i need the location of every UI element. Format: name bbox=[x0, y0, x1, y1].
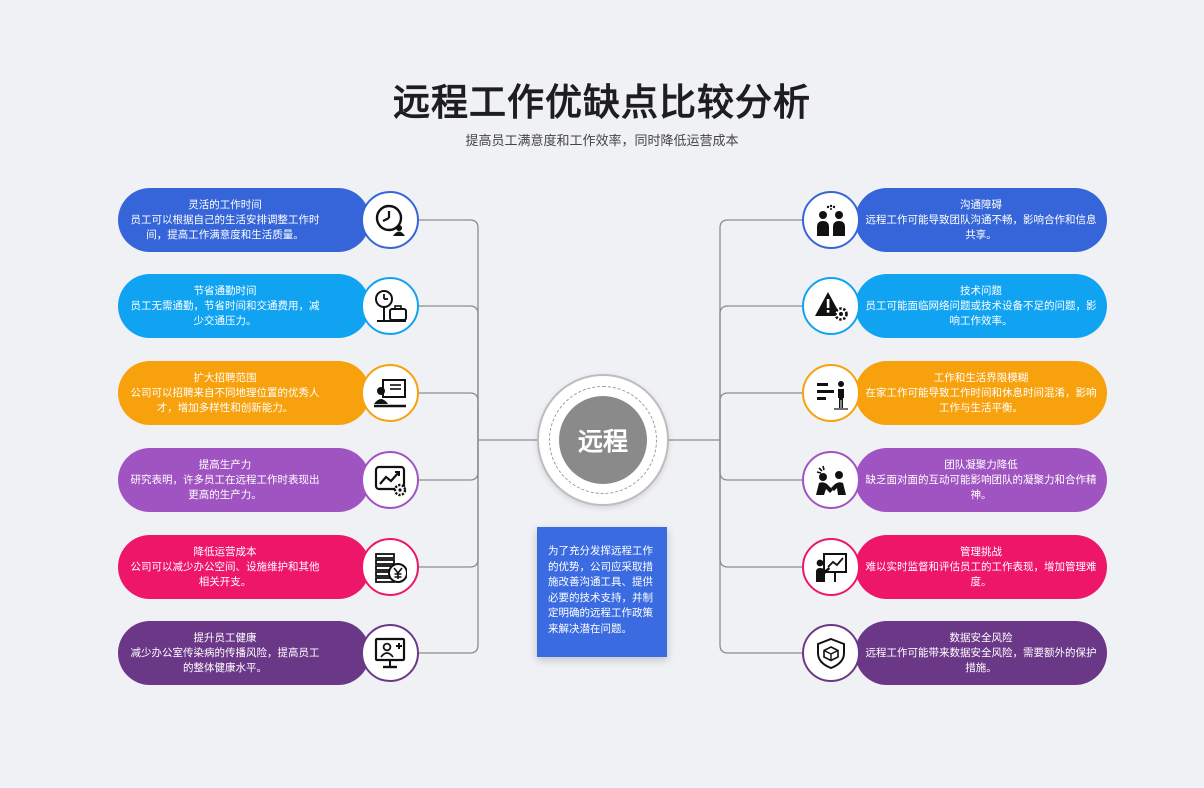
center-hub-ring bbox=[549, 386, 657, 494]
icon-badge bbox=[361, 624, 419, 682]
shield-box-icon bbox=[817, 637, 845, 670]
clock-person-icon bbox=[375, 204, 405, 236]
connector-line bbox=[419, 392, 479, 440]
recommendation-note: 为了充分发挥远程工作的优势，公司应采取措施改善沟通工具、提供必要的技术支持，并制… bbox=[537, 527, 667, 657]
card-title: 提升员工健康 bbox=[193, 631, 257, 644]
connector-line bbox=[719, 392, 802, 440]
card-description: 员工无需通勤，节省时间和交通费用，减少交通压力。 bbox=[130, 299, 320, 327]
card-title: 团队凝聚力降低 bbox=[944, 458, 1018, 471]
connector-line bbox=[419, 440, 479, 568]
icon-badge bbox=[361, 538, 419, 596]
advantage-card: 扩大招聘范围公司可以招聘来自不同地理位置的优秀人才，增加多样性和创新能力。 bbox=[118, 361, 370, 425]
icon-badge bbox=[361, 364, 419, 422]
card-title: 工作和生活界限模糊 bbox=[933, 371, 1029, 384]
disadvantage-card: 团队凝聚力降低缺乏面对面的互动可能影响团队的凝聚力和合作精神。 bbox=[855, 448, 1107, 512]
icon-badge bbox=[802, 451, 860, 509]
disadvantage-card: 工作和生活界限模糊在家工作可能导致工作时间和休息时间混淆，影响工作与生活平衡。 bbox=[855, 361, 1107, 425]
card-title: 数据安全风险 bbox=[949, 631, 1013, 644]
connector-line bbox=[719, 440, 802, 654]
card-title: 沟通障碍 bbox=[960, 198, 1002, 211]
card-title: 管理挑战 bbox=[960, 545, 1002, 558]
card-title: 节省通勤时间 bbox=[193, 284, 257, 297]
advantage-card: 降低运营成本公司可以减少办公空间、设施维护和其他相关开支。 bbox=[118, 535, 370, 599]
presentation-manager-icon bbox=[816, 553, 847, 582]
icon-badge bbox=[802, 277, 860, 335]
center-hub-label: 远程 bbox=[559, 396, 647, 484]
connector-line bbox=[719, 219, 802, 440]
icon-badge bbox=[361, 191, 419, 249]
health-monitor-icon bbox=[374, 637, 406, 669]
card-title: 扩大招聘范围 bbox=[193, 371, 257, 384]
coins-yen-icon bbox=[375, 553, 407, 583]
card-description: 员工可能面临网络问题或技术设备不足的问题，影响工作效率。 bbox=[865, 299, 1097, 327]
page-subtitle: 提高员工满意度和工作效率，同时降低运营成本 bbox=[465, 134, 739, 149]
page-title: 远程工作优缺点比较分析 bbox=[393, 81, 811, 124]
connector-line bbox=[419, 219, 479, 440]
card-description: 缺乏面对面的互动可能影响团队的凝聚力和合作精神。 bbox=[865, 473, 1097, 501]
disadvantage-card: 技术问题员工可能面临网络问题或技术设备不足的问题，影响工作效率。 bbox=[855, 274, 1107, 338]
connector-line bbox=[719, 305, 802, 440]
advantage-card: 节省通勤时间员工无需通勤，节省时间和交通费用，减少交通压力。 bbox=[118, 274, 370, 338]
disadvantage-card: 管理挑战难以实时监督和评估员工的工作表现，增加管理难度。 bbox=[855, 535, 1107, 599]
team-struggle-icon bbox=[816, 465, 846, 495]
connector-line bbox=[419, 440, 479, 481]
clock-briefcase-icon bbox=[375, 290, 407, 322]
connector-line bbox=[719, 440, 802, 481]
card-description: 公司可以招聘来自不同地理位置的优秀人才，增加多样性和创新能力。 bbox=[130, 386, 320, 414]
card-description: 员工可以根据自己的生活安排调整工作时间，提高工作满意度和生活质量。 bbox=[130, 213, 320, 241]
card-description: 在家工作可能导致工作时间和休息时间混淆，影响工作与生活平衡。 bbox=[865, 386, 1097, 414]
blurred-boundary-icon bbox=[817, 381, 848, 410]
card-description: 公司可以减少办公空间、设施维护和其他相关开支。 bbox=[130, 560, 320, 588]
advantage-card: 提升员工健康减少办公室传染病的传播风险，提高员工的整体健康水平。 bbox=[118, 621, 370, 685]
card-title: 提高生产力 bbox=[198, 458, 252, 471]
disadvantage-card: 数据安全风险远程工作可能带来数据安全风险，需要额外的保护措施。 bbox=[855, 621, 1107, 685]
disadvantage-card: 沟通障碍远程工作可能导致团队沟通不畅，影响合作和信息共享。 bbox=[855, 188, 1107, 252]
card-description: 难以实时监督和评估员工的工作表现，增加管理难度。 bbox=[865, 560, 1097, 588]
icon-badge bbox=[802, 191, 860, 249]
advantage-card: 提高生产力研究表明，许多员工在远程工作时表现出更高的生产力。 bbox=[118, 448, 370, 512]
card-title: 技术问题 bbox=[960, 284, 1002, 297]
card-description: 远程工作可能带来数据安全风险，需要额外的保护措施。 bbox=[865, 646, 1097, 674]
card-description: 减少办公室传染病的传播风险，提高员工的整体健康水平。 bbox=[130, 646, 320, 674]
icon-badge bbox=[802, 624, 860, 682]
communication-people-icon bbox=[817, 204, 845, 236]
connector-line bbox=[419, 305, 479, 440]
icon-badge bbox=[361, 277, 419, 335]
connector-line bbox=[419, 440, 479, 654]
center-hub: 远程 bbox=[537, 374, 669, 506]
card-title: 灵活的工作时间 bbox=[188, 198, 262, 211]
productivity-chart-icon bbox=[374, 465, 407, 497]
online-recruit-icon bbox=[374, 379, 406, 408]
connector-line bbox=[719, 440, 802, 568]
card-title: 降低运营成本 bbox=[193, 545, 257, 558]
icon-badge bbox=[802, 364, 860, 422]
card-description: 远程工作可能导致团队沟通不畅，影响合作和信息共享。 bbox=[865, 213, 1097, 241]
warning-gear-icon bbox=[815, 292, 848, 321]
icon-badge bbox=[802, 538, 860, 596]
card-description: 研究表明，许多员工在远程工作时表现出更高的生产力。 bbox=[130, 473, 320, 501]
advantage-card: 灵活的工作时间员工可以根据自己的生活安排调整工作时间，提高工作满意度和生活质量。 bbox=[118, 188, 370, 252]
icon-badge bbox=[361, 451, 419, 509]
